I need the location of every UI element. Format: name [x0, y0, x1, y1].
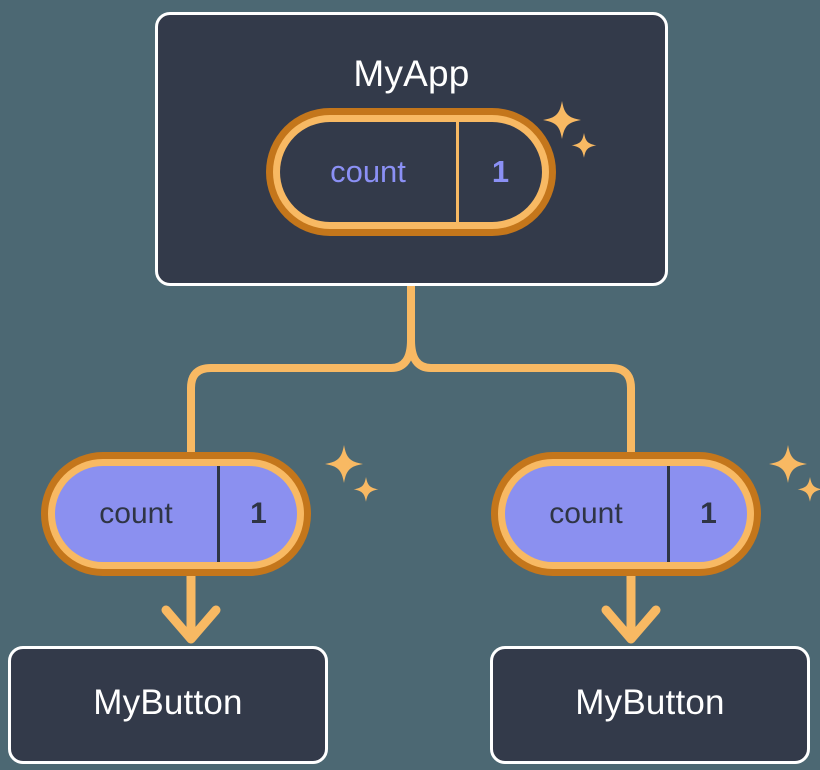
state-pill-ring-myapp: count 1: [273, 115, 549, 229]
state-pill-child-right[interactable]: count 1: [491, 452, 761, 576]
component-box-mybutton-left[interactable]: MyButton: [8, 646, 328, 764]
component-label-mybutton-right: MyButton: [575, 683, 725, 722]
state-pill-divider-myapp: [456, 122, 459, 222]
state-pill-divider-child-right: [667, 466, 670, 562]
component-label-mybutton-left: MyButton: [93, 683, 243, 722]
state-key-myapp: count: [330, 154, 406, 189]
state-pill-body-child-right: count 1: [505, 466, 747, 562]
sparkle-group-child-right: [762, 443, 820, 518]
sparkle-icon: [325, 445, 363, 483]
state-key-child-left: count: [99, 497, 173, 530]
state-pill-divider-child-left: [217, 466, 220, 562]
component-box-mybutton-right[interactable]: MyButton: [490, 646, 810, 764]
state-pill-ring-child-left: count 1: [48, 459, 304, 569]
state-pill-body-child-left: count 1: [55, 466, 297, 562]
edge-root-to-left: [187, 339, 415, 452]
state-pill-child-left[interactable]: count 1: [41, 452, 311, 576]
state-pill-myapp[interactable]: count 1: [266, 108, 556, 236]
sparkle-icon: [769, 445, 807, 483]
state-value-myapp: 1: [491, 154, 510, 189]
arrow-down-icon-left: [161, 605, 221, 644]
state-value-child-left: 1: [250, 497, 267, 530]
edge-root-to-right: [407, 339, 635, 452]
state-key-child-right: count: [549, 497, 623, 530]
component-label-myapp: MyApp: [353, 53, 470, 94]
arrow-down-icon-right: [601, 605, 661, 644]
sparkle-group-child-left: [318, 443, 380, 518]
state-pill-body-myapp: count 1: [280, 122, 542, 222]
sparkle-icon: [353, 477, 379, 502]
sparkle-icon: [797, 477, 820, 502]
state-pill-ring-child-right: count 1: [498, 459, 754, 569]
state-value-child-right: 1: [700, 497, 717, 530]
